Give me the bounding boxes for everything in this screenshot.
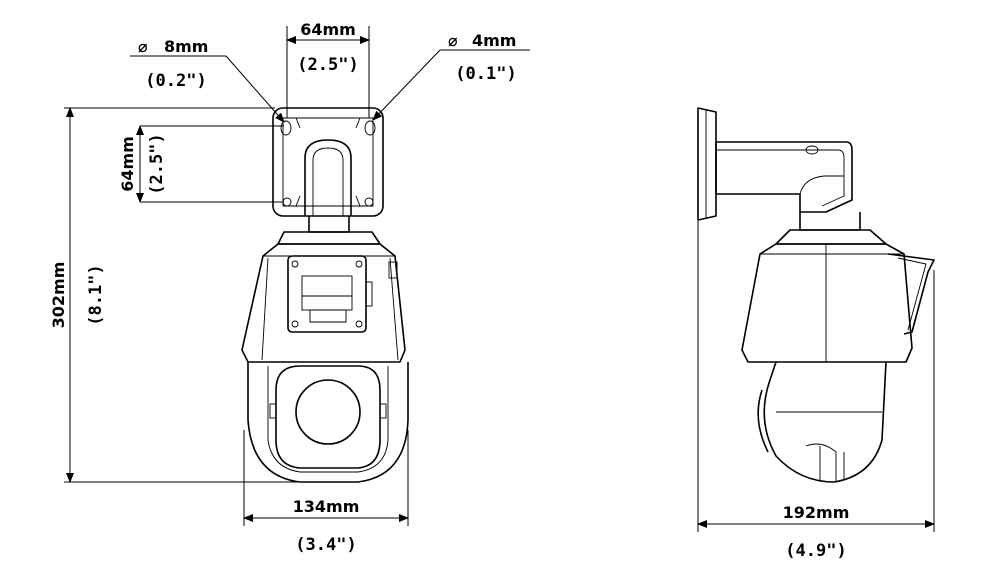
front-neck: [308, 216, 350, 233]
total-height-mm: 302mm: [49, 262, 68, 329]
width-dimension: 134mm (3.4"): [243, 430, 409, 555]
depth-mm: 192mm: [783, 503, 850, 522]
side-upper-housing: [741, 243, 913, 363]
bracket-height-dimension: 64mm (2.5"): [118, 125, 284, 203]
width-mm: 134mm: [293, 497, 360, 516]
bracket-width-in: (2.5"): [297, 55, 358, 75]
hole-small-in: (0.1"): [455, 64, 516, 84]
hole-large-callout: ⌀ 8mm (0.2"): [130, 37, 285, 123]
side-sun-shield: [887, 253, 935, 335]
lens: [295, 379, 361, 445]
hole-small-callout: ⌀ 4mm (0.1"): [372, 31, 530, 121]
screw-hole-large-right: [364, 120, 376, 136]
front-upper-housing: [241, 243, 406, 363]
side-wall-plate: [697, 107, 717, 221]
side-view: 192mm (4.9"): [697, 107, 935, 561]
screw-hole-large-left: [280, 120, 292, 136]
bracket-height-mm: 64mm: [118, 136, 137, 192]
total-height-in: (8.1"): [86, 264, 106, 325]
width-in: (3.4"): [295, 535, 356, 555]
depth-dimension: 192mm (4.9"): [697, 220, 935, 561]
side-dome: [757, 361, 887, 483]
hole-small-mm: 4mm: [472, 31, 516, 50]
screw-hole-small-left: [282, 197, 292, 207]
hole-large-mm: 8mm: [164, 37, 208, 56]
depth-in: (4.9"): [785, 541, 846, 561]
total-height-dimension: 302mm (8.1"): [49, 107, 300, 483]
side-arm: [715, 141, 853, 213]
bracket-height-in: (2.5"): [147, 133, 167, 194]
bracket-width-mm: 64mm: [300, 20, 356, 39]
screw-hole-small-right: [364, 197, 374, 207]
hole-small-symbol: ⌀: [448, 31, 458, 50]
hole-large-in: (0.2"): [145, 71, 206, 91]
hole-large-symbol: ⌀: [138, 37, 148, 56]
front-view: 64mm (2.5") ⌀ 8mm (0.2") ⌀ 4mm (0.1") 64…: [49, 20, 530, 555]
front-dome: [247, 362, 409, 483]
bracket-width-dimension: 64mm (2.5"): [286, 20, 370, 118]
front-wall-plate: [272, 107, 384, 217]
